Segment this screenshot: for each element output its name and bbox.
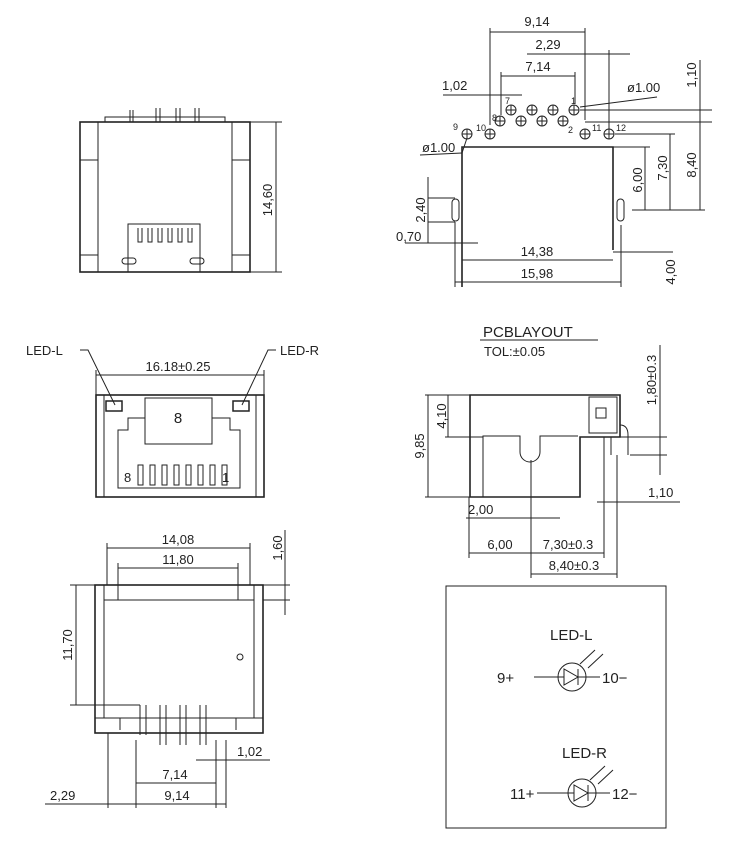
- front-view: 14,60: [79, 108, 282, 273]
- pin-10-label: 10: [476, 123, 486, 133]
- bottom-view: 14,08 11,80 1,60 11,70 1,02 7,14 9,14 2,…: [45, 530, 290, 808]
- width-dim: 16.18±0.25: [146, 359, 211, 374]
- dim-0-70: 0,70: [396, 229, 421, 244]
- dim-9-14: 9,14: [164, 788, 189, 803]
- pin-9-label: 9: [453, 122, 458, 132]
- pin-2-label: 2: [568, 125, 573, 135]
- hole-diameter-top: ø1.00: [627, 80, 660, 95]
- led-r-label: LED-R: [562, 745, 607, 762]
- side-view: 9,85 4,10 1,80±0.3 1,10 2,00 6,00 7,30±0…: [412, 345, 680, 578]
- dim-11-80: 11,80: [162, 552, 194, 567]
- dim-14-38: 14,38: [521, 244, 554, 259]
- dim-8-40: 8,40±0.3: [549, 558, 600, 573]
- dim-15-98: 15,98: [521, 266, 554, 281]
- pin-8-label: 8: [492, 113, 497, 123]
- led-l-label: LED-L: [550, 627, 593, 644]
- dim-1-02: 1,02: [442, 78, 467, 93]
- pin-1-label: 1: [222, 470, 229, 485]
- top-pin-label: 8: [174, 410, 182, 427]
- port-view: 8 8 1 16.18±0.25 LED-L LED-R: [26, 343, 319, 498]
- dim-9-85: 9,85: [412, 433, 427, 458]
- dim-2-29: 2,29: [50, 788, 75, 803]
- pin-7-label: 7: [505, 96, 510, 106]
- dim-1-60: 1,60: [270, 535, 285, 560]
- dim-4-10: 4,10: [434, 403, 449, 428]
- dim-2-29: 2,29: [535, 37, 560, 52]
- dim-1-80: 1,80±0.3: [644, 355, 659, 406]
- dim-11-70: 11,70: [60, 629, 75, 661]
- dim-4-00: 4,00: [663, 259, 678, 284]
- dim-14-08: 14,08: [162, 532, 195, 547]
- dim-9-14: 9,14: [524, 14, 549, 29]
- pin-1-label: 1: [571, 96, 576, 106]
- dim-6-00: 6,00: [630, 167, 645, 192]
- pcb-layout-title: PCBLAYOUT: [483, 324, 573, 341]
- dim-8-40: 8,40: [684, 152, 699, 177]
- dim-1-10: 1,10: [684, 62, 699, 87]
- hole-diameter-left: ø1.00: [422, 140, 455, 155]
- dim-2-00: 2,00: [468, 502, 493, 517]
- dim-1-02: 1,02: [237, 744, 262, 759]
- led-r-cathode-pin: 12−: [612, 786, 638, 803]
- led-schematic: LED-L 9+ 10− LED-R 11+ 12−: [445, 585, 667, 829]
- dim-7-14: 7,14: [525, 59, 550, 74]
- pin-12-label: 12: [616, 123, 626, 133]
- height-dim: 14,60: [260, 184, 275, 217]
- dim-1-10: 1,10: [648, 485, 673, 500]
- led-l-cathode-pin: 10−: [602, 670, 628, 687]
- dim-7-30: 7,30: [655, 155, 670, 180]
- dim-7-30: 7,30±0.3: [543, 537, 594, 552]
- dim-7-14: 7,14: [162, 767, 187, 782]
- dim-2-40: 2,40: [413, 197, 428, 222]
- pcb-layout: 1 2 7 8 9 10 11 12 9,14 2,29 7,14 1,02 ø…: [396, 14, 712, 359]
- pin-11-label: 11: [592, 123, 601, 133]
- tolerance-label: TOL:±0.05: [484, 344, 545, 359]
- led-r-anode-pin: 11+: [510, 786, 535, 803]
- pin-8-label: 8: [124, 470, 131, 485]
- dim-6-00: 6,00: [487, 537, 512, 552]
- led-left-callout: LED-L: [26, 343, 63, 358]
- led-l-anode-pin: 9+: [497, 670, 514, 687]
- led-right-callout: LED-R: [280, 343, 319, 358]
